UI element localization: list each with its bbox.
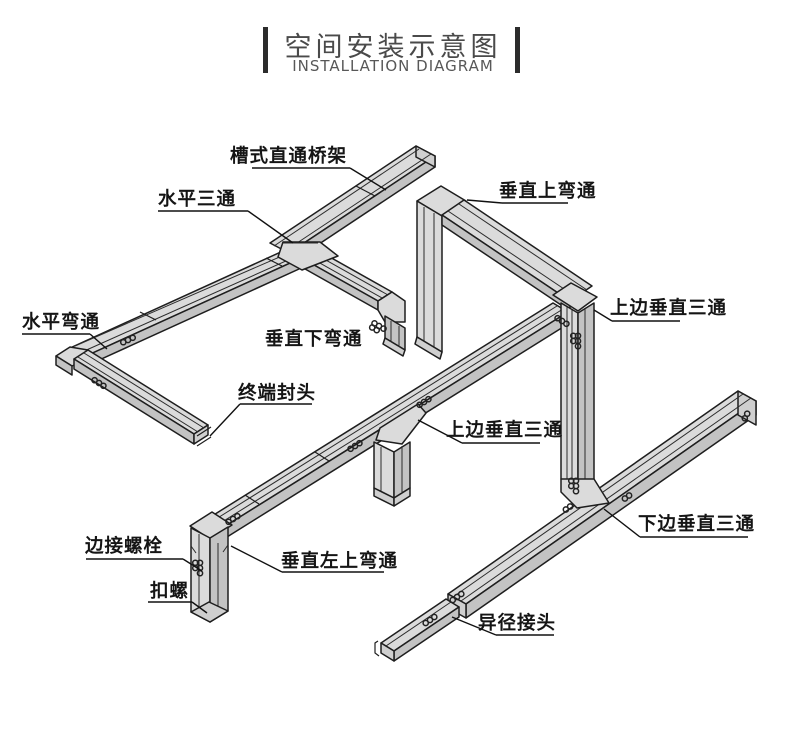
bolt-hole-icon <box>625 492 633 499</box>
bolt-hole-icon <box>569 337 577 345</box>
vertical-up-bend-loop <box>414 185 593 360</box>
label-top-vertical-tee-right: 上边垂直三通 <box>610 297 727 319</box>
bolt-hole-icon <box>457 590 465 598</box>
top-vertical-tee-post <box>373 403 427 507</box>
horizontal-tee-junction <box>277 241 339 271</box>
label-edge-bolt: 边接螺栓 <box>84 535 163 557</box>
bolt-hole-icon <box>453 593 461 601</box>
label-buckle-screw: 扣螺 <box>150 580 189 602</box>
label-top-vertical-tee-mid: 上边垂直三通 <box>446 419 563 441</box>
bolt-hole-icon <box>574 342 582 350</box>
bolt-hole-icon <box>621 495 629 502</box>
header: 空间安装示意图 INSTALLATION DIAGRAM <box>263 27 520 75</box>
label-vertical-up-bend: 垂直上弯通 <box>499 180 597 202</box>
label-horizontal-tee: 水平三通 <box>158 188 236 210</box>
top-straight-tray <box>269 145 436 265</box>
bolt-hole-icon <box>566 503 574 510</box>
bolt-hole-icon <box>196 569 204 577</box>
bolt-hole-icon <box>380 325 387 332</box>
bolt-hole-icon <box>373 326 381 334</box>
bolt-hole-icon <box>129 334 137 342</box>
bolt-hole-icon <box>234 512 241 520</box>
page-subtitle: INSTALLATION DIAGRAM <box>292 57 494 75</box>
label-straight-tray: 槽式直通桥架 <box>230 145 347 167</box>
bolt-hole-icon <box>426 616 434 624</box>
bolt-hole-icon <box>743 410 751 418</box>
bolt-hole-icon <box>356 439 363 447</box>
right-riser <box>552 282 610 509</box>
bolt-hole-icon <box>562 506 570 513</box>
bolt-hole-icon <box>563 320 570 328</box>
bolt-hole-icon <box>567 482 575 490</box>
bolt-hole-icon <box>100 382 107 390</box>
leader-lines <box>22 167 748 636</box>
page-title: 空间安装示意图 <box>285 32 502 63</box>
bolt-hole-icon <box>449 596 457 604</box>
label-reducer-joint: 异径接头 <box>478 612 556 634</box>
bolt-hole-icon <box>425 395 432 403</box>
bolt-hole-icon <box>572 487 580 495</box>
terminal-arm <box>73 349 212 447</box>
bolt-hole-icon <box>422 619 430 627</box>
bolt-marks <box>91 314 751 627</box>
label-vertical-left-up-bend: 垂直左上弯通 <box>281 550 398 572</box>
part-labels: 槽式直通桥架 水平三通 垂直上弯通 水平弯通 垂直下弯通 上边垂直三通 终端封头… <box>22 145 755 634</box>
label-vertical-down-bend: 垂直下弯通 <box>265 328 363 350</box>
label-bottom-vertical-tee: 下边垂直三通 <box>638 513 755 535</box>
label-horizontal-bend: 水平弯通 <box>22 311 100 333</box>
title-right-bar <box>515 27 520 73</box>
title-left-bar <box>263 27 268 73</box>
label-end-cap: 终端封头 <box>238 382 316 404</box>
vertical-left-up-bend-post <box>189 511 233 623</box>
bolt-hole-icon <box>430 613 438 621</box>
